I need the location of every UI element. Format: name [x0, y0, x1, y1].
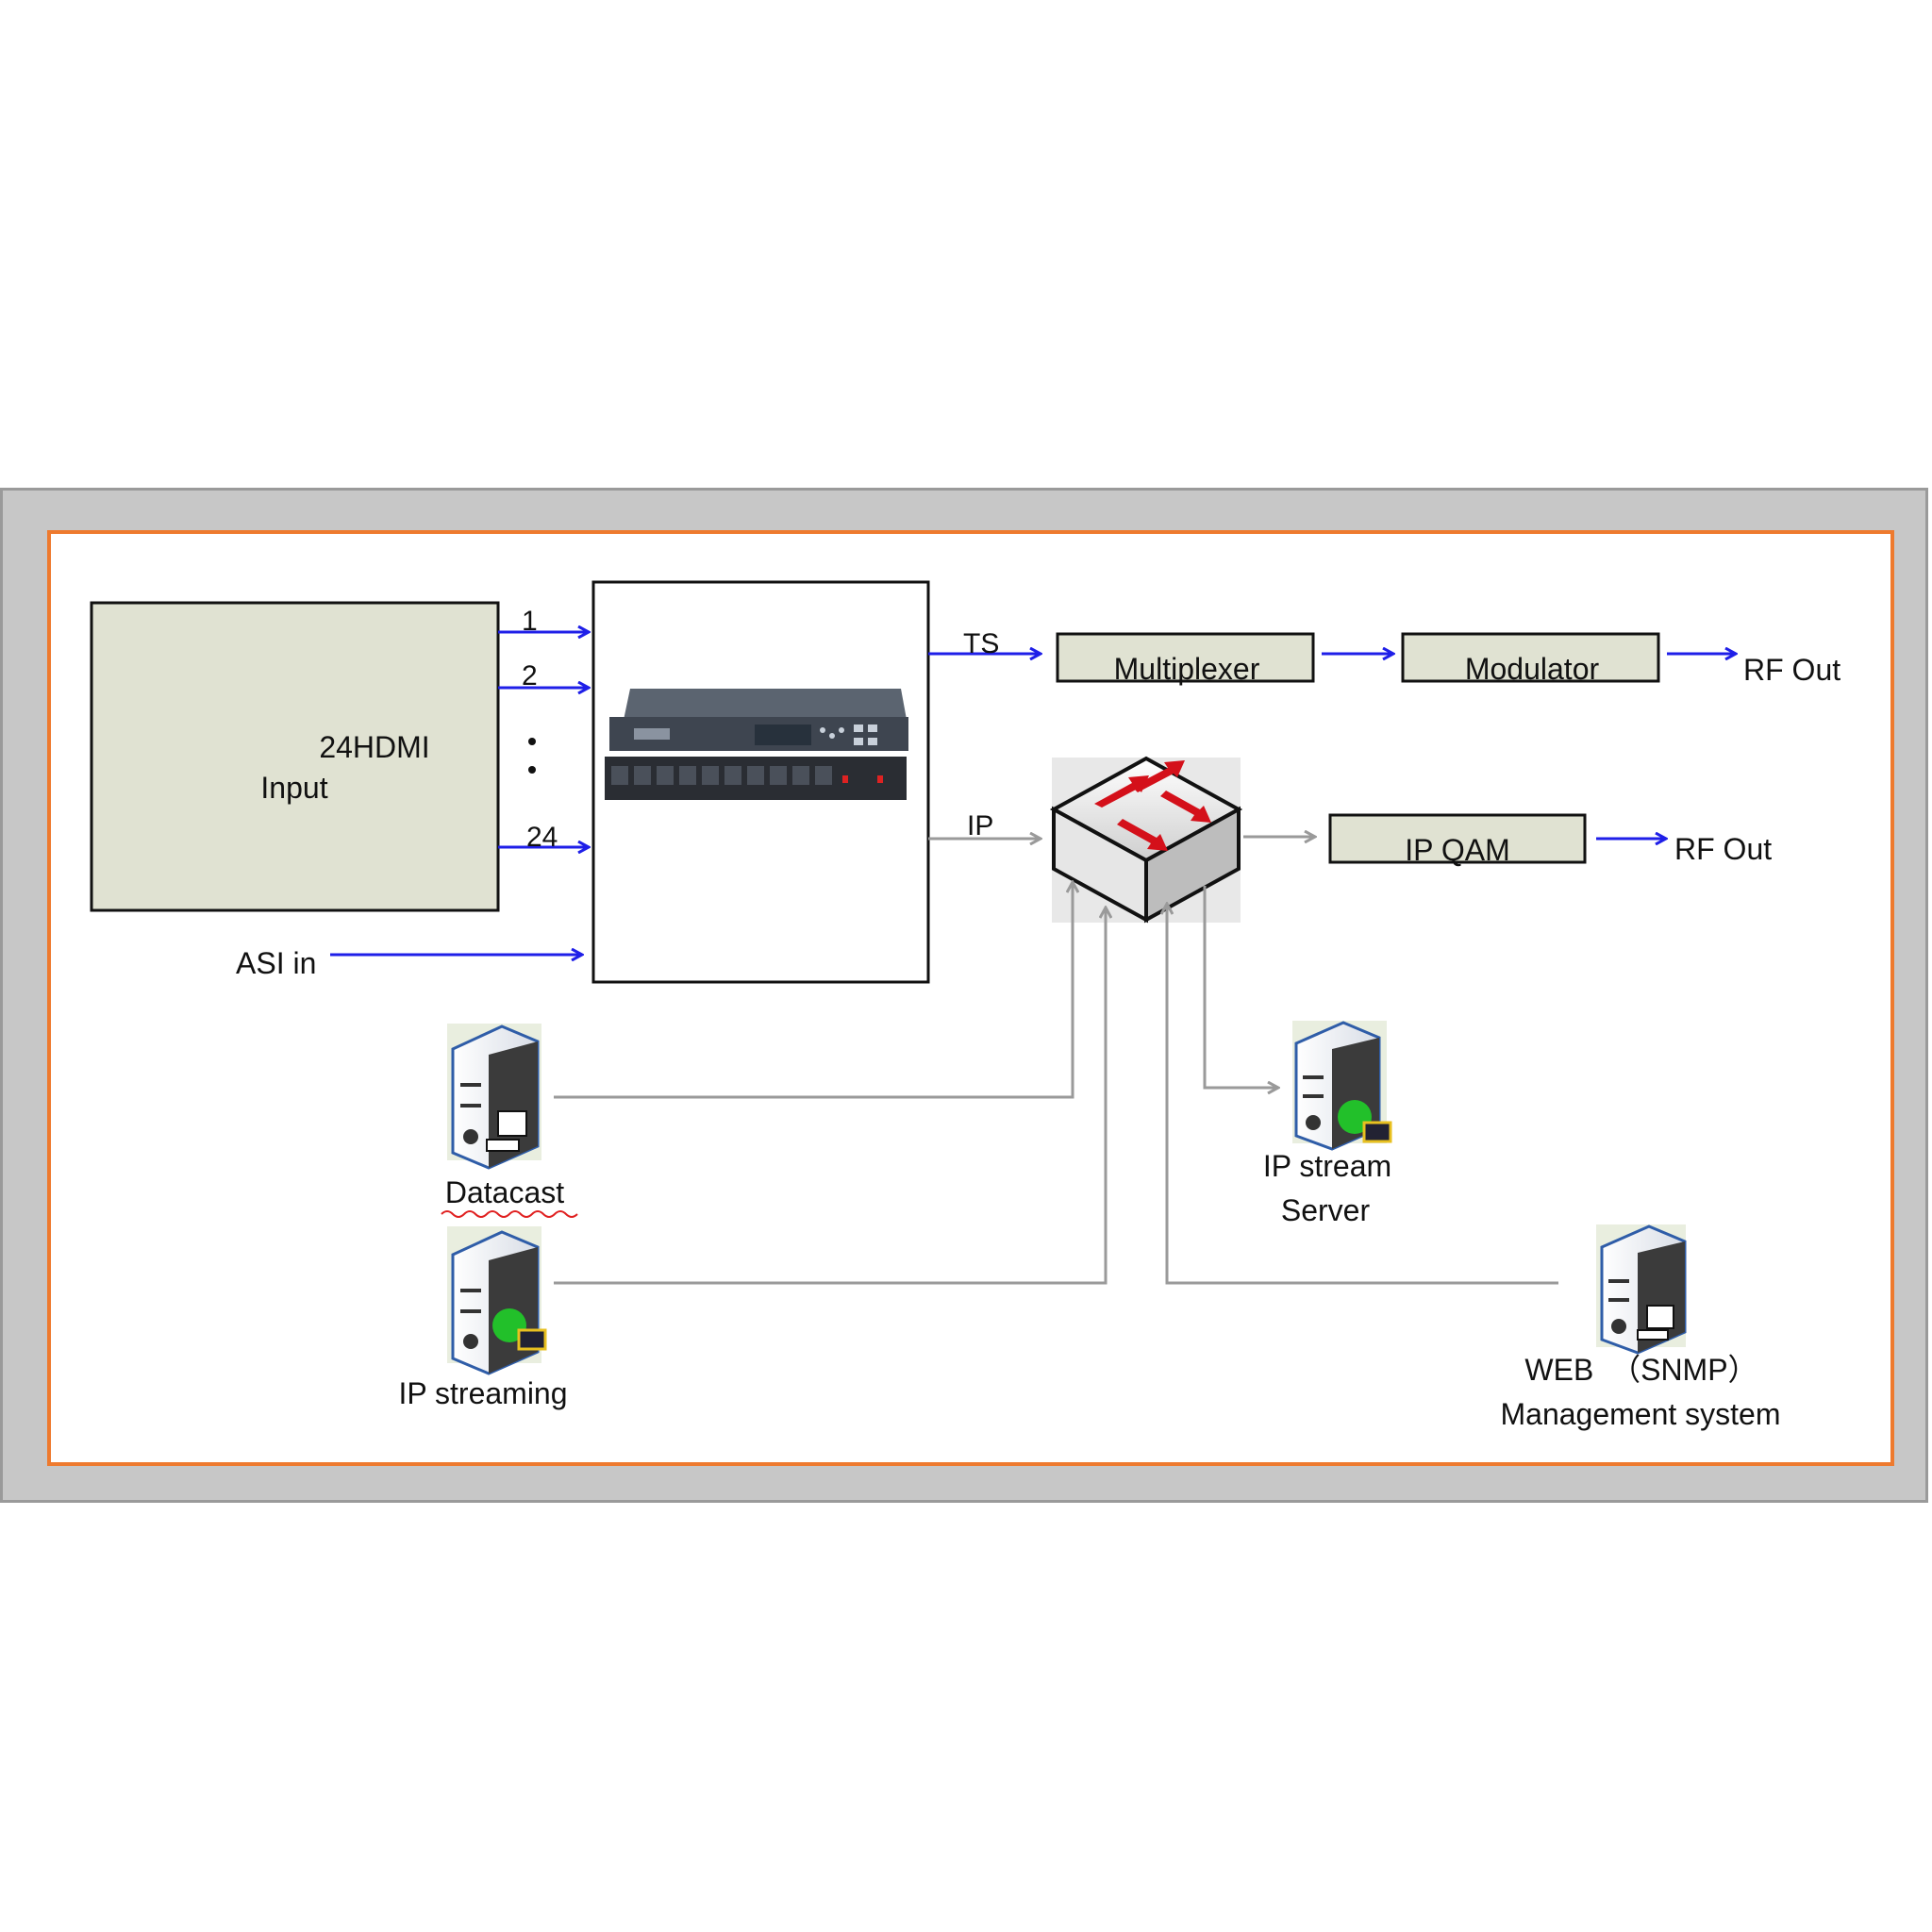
multiplexer-label: Multiplexer: [1114, 652, 1260, 686]
modulator-label: Modulator: [1465, 652, 1600, 686]
multiplexer-box: [1056, 632, 1315, 683]
ip-label: IP: [967, 810, 993, 841]
rf-out-bottom-label: RF Out: [1674, 832, 1772, 866]
ip-qam-label: IP QAM: [1405, 833, 1509, 867]
channel-1-label: 1: [522, 606, 538, 637]
datacast-link: [554, 882, 1073, 1099]
channel-2-label: 2: [522, 660, 538, 691]
asi-in-label: ASI in: [236, 946, 316, 980]
encoder-device-box: [591, 580, 930, 984]
hdmi-input-box: 24HDMI Input: [90, 601, 500, 912]
ellipsis-dot: [528, 738, 536, 745]
management-link: [1167, 904, 1558, 1285]
hdmi-channel-arrows: 1 2 24 ASI in: [236, 606, 589, 980]
ts-output-path: TS Multiplexer Modulator RF Out: [928, 628, 1840, 687]
modulator-box: [1401, 632, 1660, 683]
spellcheck-underline: [441, 1210, 578, 1218]
ip-output-path: IP: [928, 810, 1041, 841]
rf-out-top-label: RF Out: [1743, 653, 1840, 687]
ip-stream-server-icon: [1292, 1021, 1392, 1151]
management-server-icon: [1596, 1224, 1687, 1355]
management-system-label: Management system: [1500, 1397, 1780, 1431]
encoder-device-image: [605, 689, 908, 800]
network-switch-icon: [1049, 756, 1243, 924]
ip-streaming-server-icon: [447, 1226, 547, 1375]
network-connections: [554, 882, 1558, 1285]
hdmi-box-line2: Input: [260, 771, 327, 805]
ip-streaming-label: IP streaming: [398, 1376, 567, 1410]
ts-label: TS: [963, 628, 999, 659]
web-snmp-label: WEB （SNMP）: [1524, 1353, 1757, 1387]
ellipsis-dot: [528, 766, 536, 774]
datacast-server-icon: [447, 1024, 541, 1170]
datacast-label: Datacast: [445, 1175, 564, 1209]
ip-stream-server-link: [1203, 886, 1278, 1088]
ip-stream-server-label-1: IP stream: [1263, 1149, 1391, 1183]
ip-streaming-link: [554, 908, 1106, 1285]
hdmi-box-line1: 24HDMI: [319, 730, 429, 764]
ip-stream-server-label-2: Server: [1281, 1193, 1371, 1227]
channel-24-label: 24: [526, 822, 558, 853]
ip-qam-box: [1328, 813, 1587, 864]
